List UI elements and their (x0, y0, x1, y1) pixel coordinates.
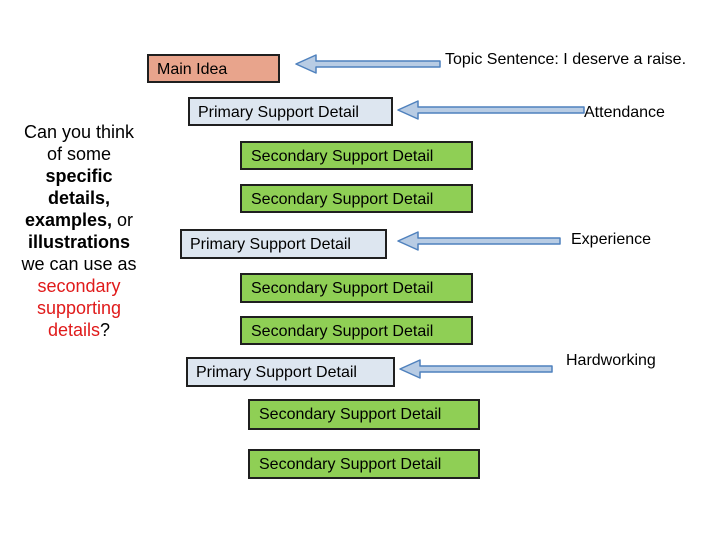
hardworking-label: Hardworking (566, 352, 656, 369)
question-line: supporting (36, 298, 122, 318)
secondary-detail-box-4: Secondary Support Detail (240, 316, 473, 345)
attendance-label: Attendance (584, 104, 665, 121)
emphasis-details: details, (47, 188, 111, 208)
question-line: details? (6, 319, 152, 341)
secondary-detail-label: Secondary Support Detail (251, 191, 434, 208)
question-line: details, (6, 187, 152, 209)
main-idea-box: Main Idea (147, 54, 280, 83)
question-line: examples, or (6, 209, 152, 231)
question-line: secondary (37, 276, 121, 296)
experience-label: Experience (571, 231, 652, 248)
highlight-details: details (47, 320, 100, 340)
question-line: of some (46, 144, 112, 164)
secondary-detail-box-3: Secondary Support Detail (240, 273, 473, 303)
question-fragment: or (112, 210, 134, 230)
secondary-detail-label: Secondary Support Detail (251, 323, 434, 340)
secondary-detail-label: Secondary Support Detail (259, 406, 442, 423)
question-line: we can use as (21, 254, 137, 274)
secondary-detail-label: Secondary Support Detail (251, 280, 434, 297)
arrow-hardworking (399, 359, 553, 379)
question-line: Can you think (23, 122, 135, 142)
arrow-topic (295, 54, 441, 74)
question-text: Can you think of some specific details, … (6, 121, 152, 341)
topic-sentence-label: Topic Sentence: I deserve a raise. (445, 51, 687, 68)
primary-detail-label: Primary Support Detail (198, 104, 359, 121)
secondary-detail-box-1: Secondary Support Detail (240, 141, 473, 170)
main-idea-label: Main Idea (157, 61, 228, 78)
primary-detail-label: Primary Support Detail (196, 364, 357, 381)
secondary-detail-box-2: Secondary Support Detail (240, 184, 473, 213)
secondary-detail-box-6: Secondary Support Detail (248, 449, 480, 479)
secondary-detail-label: Secondary Support Detail (259, 456, 442, 473)
secondary-detail-box-5: Secondary Support Detail (248, 399, 480, 430)
primary-detail-box-2: Primary Support Detail (180, 229, 387, 259)
question-mark: ? (100, 320, 111, 340)
emphasis-illustrations: illustrations (27, 232, 130, 252)
arrow-attendance (397, 100, 585, 120)
emphasis-specific: specific (45, 166, 113, 186)
emphasis-examples: examples, (24, 210, 113, 230)
primary-detail-box-1: Primary Support Detail (188, 97, 393, 126)
primary-detail-label: Primary Support Detail (190, 236, 351, 253)
primary-detail-box-3: Primary Support Detail (186, 357, 395, 387)
arrow-experience (397, 231, 561, 251)
question-line: specific (6, 165, 152, 187)
question-line: illustrations (6, 231, 152, 253)
secondary-detail-label: Secondary Support Detail (251, 148, 434, 165)
